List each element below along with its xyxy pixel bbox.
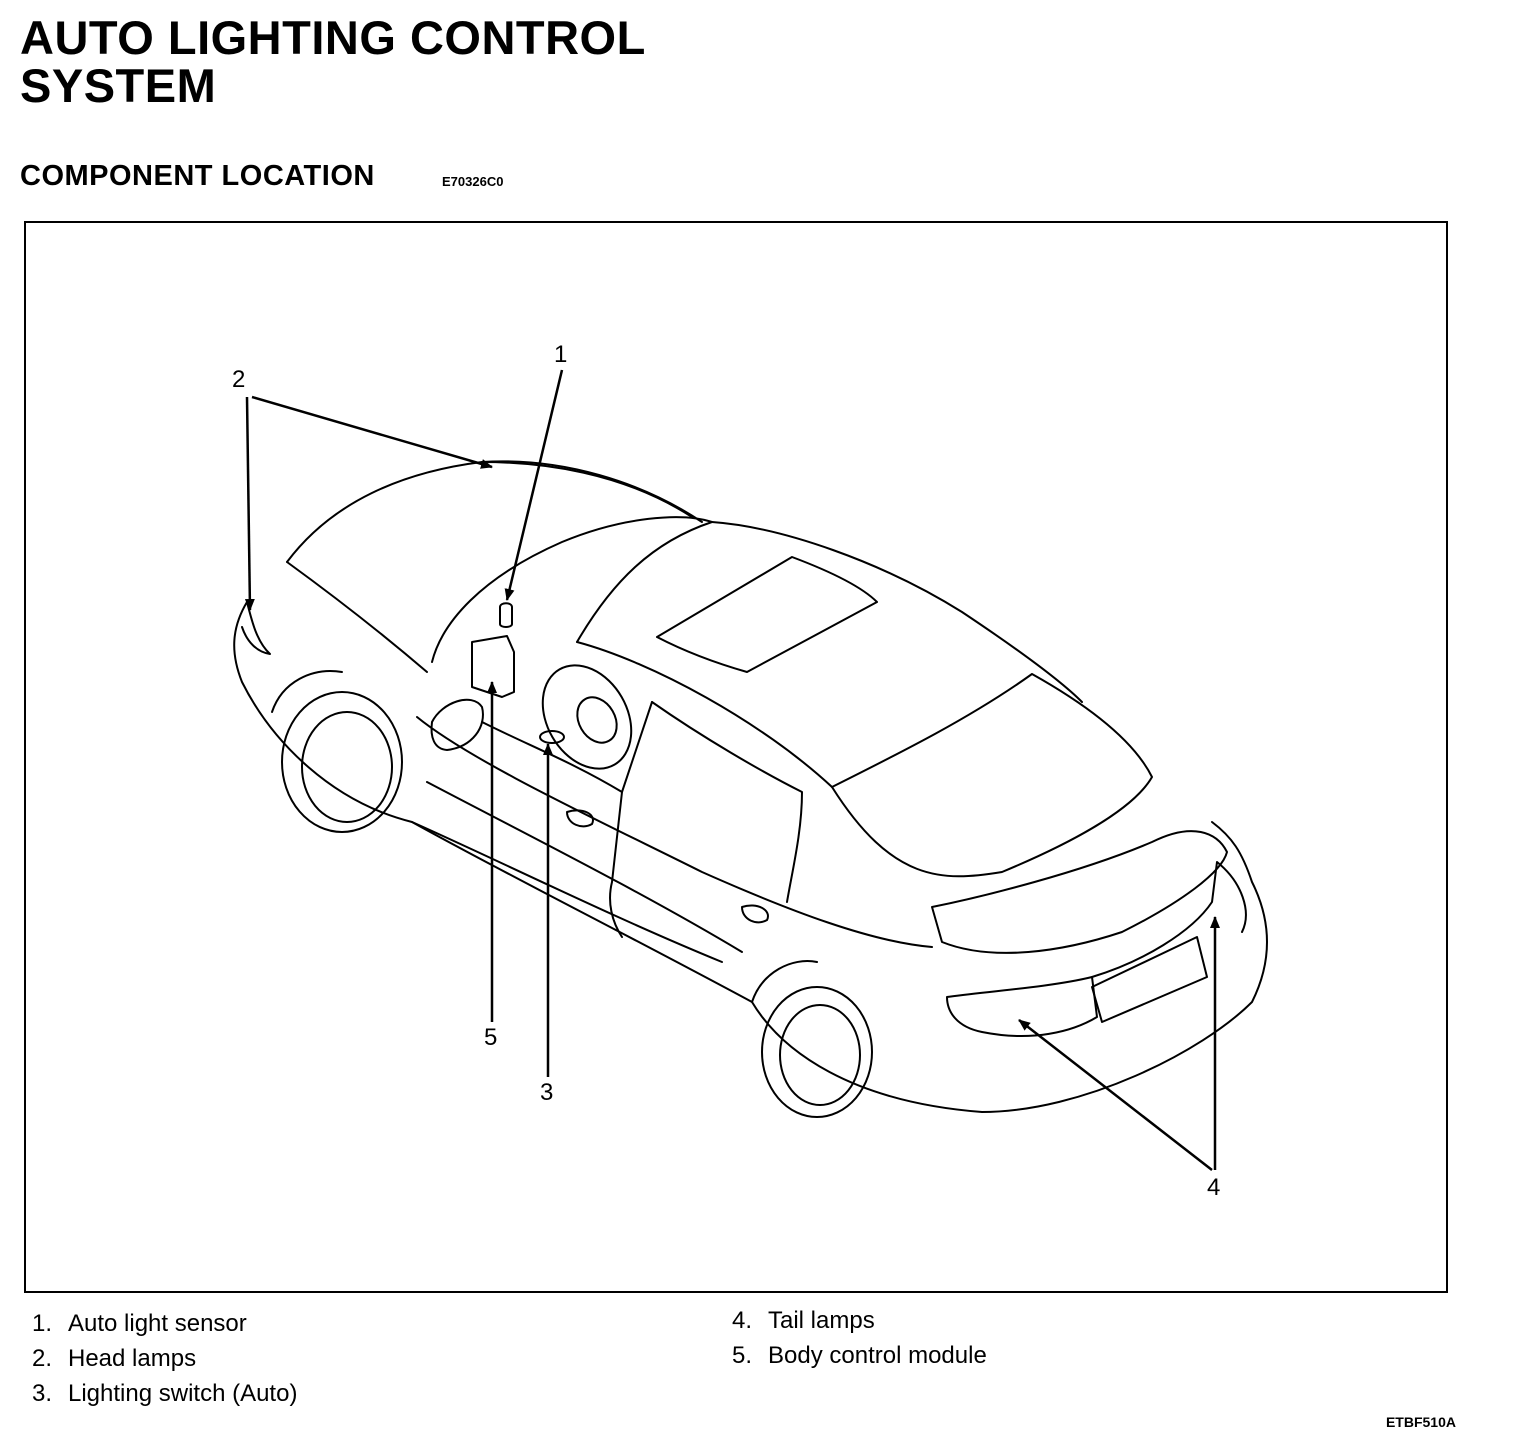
legend-item: 4. Tail lamps <box>732 1303 987 1338</box>
front-door <box>481 721 623 938</box>
legend-label: Lighting switch (Auto) <box>68 1380 298 1407</box>
legend-left: 1. Auto light sensor 2. Head lamps 3. Light… <box>32 1306 297 1411</box>
legend-number: 3. <box>32 1380 53 1407</box>
windshield <box>431 516 713 663</box>
legend-item: 3. Lighting switch (Auto) <box>32 1376 297 1411</box>
rear-door <box>651 701 803 903</box>
leader-1 <box>504 369 564 601</box>
leader-2a <box>244 396 255 611</box>
legend-number: 5. <box>732 1342 753 1369</box>
body-control-module <box>471 635 515 698</box>
title-line-2: SYSTEM <box>20 59 217 112</box>
head-lamp-left <box>241 601 271 655</box>
rear-door-handle <box>741 904 769 924</box>
callout-4: 4 <box>1207 1174 1220 1201</box>
license-plate <box>1091 936 1208 1023</box>
steering-wheel <box>541 664 633 770</box>
leader-2b <box>251 395 493 469</box>
hood <box>286 460 703 563</box>
callout-2: 2 <box>232 366 245 393</box>
callout-3: 3 <box>540 1079 553 1106</box>
legend-label: Tail lamps <box>768 1307 875 1334</box>
legend-item: 2. Head lamps <box>32 1341 297 1376</box>
legend-label: Body control module <box>768 1342 987 1369</box>
car-body-outline <box>233 601 1268 1113</box>
side-mirror <box>430 698 484 751</box>
legend-label: Head lamps <box>68 1345 197 1372</box>
auto-light-sensor <box>499 602 513 628</box>
callout-1: 1 <box>554 341 567 368</box>
diagram-frame: 1 2 3 4 5 <box>24 221 1448 1293</box>
page-title: AUTO LIGHTING CONTROL SYSTEM <box>20 14 646 110</box>
legend-number: 4. <box>732 1307 753 1334</box>
rear-lamp <box>946 976 1098 1037</box>
section-code: E70326C0 <box>442 174 504 189</box>
callout-5: 5 <box>484 1024 497 1051</box>
rear-wheel <box>761 986 873 1118</box>
leader-4a <box>1018 1019 1213 1171</box>
roof <box>711 521 1083 703</box>
legend-number: 2. <box>32 1345 53 1372</box>
legend-item: 1. Auto light sensor <box>32 1306 297 1341</box>
front-door-handle <box>566 809 594 828</box>
trunk <box>931 830 1228 954</box>
sunroof <box>656 556 878 673</box>
rear-window <box>831 673 1153 878</box>
front-wheel <box>281 691 403 833</box>
section-heading: COMPONENT LOCATION <box>20 160 375 192</box>
legend-item: 5. Body control module <box>732 1338 987 1373</box>
title-line-1: AUTO LIGHTING CONTROL <box>20 11 646 64</box>
car-diagram: 1 2 3 4 5 <box>232 341 1268 1201</box>
legend-right: 4. Tail lamps 5. Body control module <box>732 1303 987 1373</box>
legend-label: Auto light sensor <box>68 1310 247 1337</box>
legend-number: 1. <box>32 1310 53 1337</box>
figure-id: ETBF510A <box>1385 1414 1456 1430</box>
